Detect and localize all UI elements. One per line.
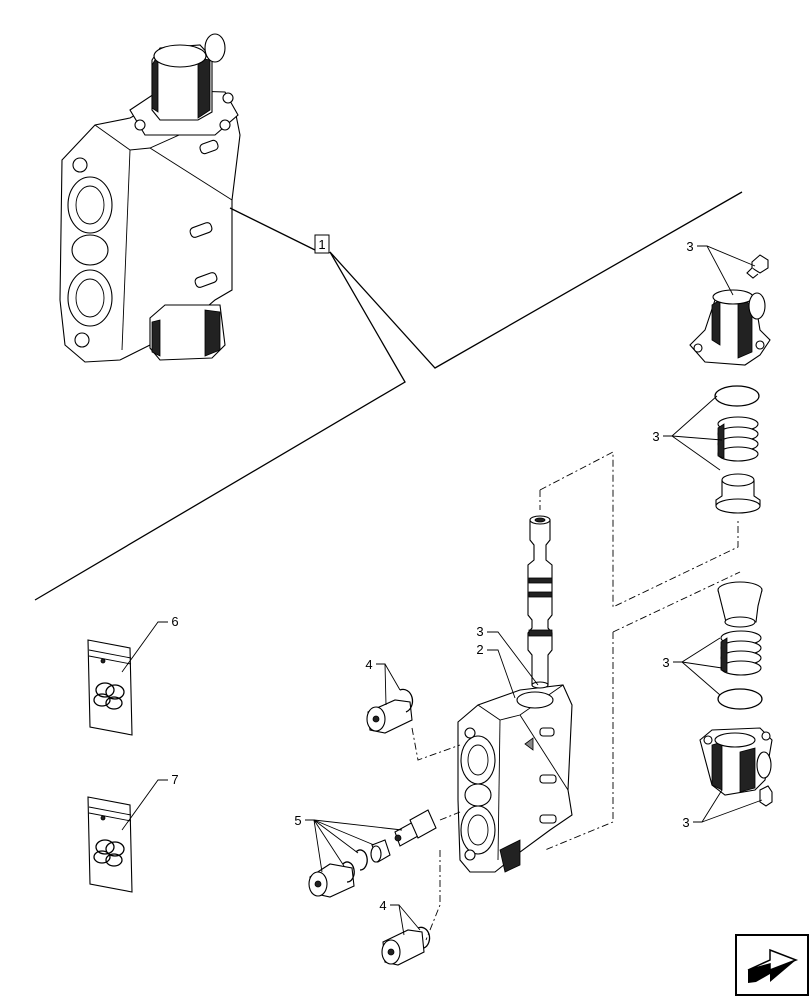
valve-section-assembly [59, 33, 241, 363]
svg-text:3: 3 [682, 815, 689, 830]
callout-7: 7 [121, 772, 179, 831]
svg-text:3: 3 [652, 429, 659, 444]
assembly-centerlines [411, 451, 741, 941]
upper-spring-cap-group [689, 254, 771, 514]
upper-o-ring [714, 385, 760, 407]
callout-1: 1 [314, 234, 330, 254]
callout-3b: 3 [686, 239, 756, 296]
lower-spring [720, 630, 762, 676]
upper-spring [717, 416, 759, 462]
callout-2: 2 [476, 642, 516, 699]
lower-plug-group [381, 926, 431, 966]
lower-spring-cap-group [699, 581, 773, 807]
svg-text:4: 4 [365, 657, 372, 672]
callout-6: 6 [121, 614, 179, 673]
svg-text:3: 3 [686, 239, 693, 254]
spool-part [527, 515, 553, 689]
callout-3a: 3 [476, 624, 539, 686]
svg-text:6: 6 [171, 614, 178, 629]
svg-text:1: 1 [318, 237, 325, 252]
callout-4a: 4 [365, 657, 401, 706]
svg-text:5: 5 [294, 813, 301, 828]
assembly-leader-lines [34, 191, 743, 601]
callout-5: 5 [294, 813, 403, 873]
callout-4b: 4 [379, 898, 421, 936]
lower-o-ring [717, 688, 763, 710]
callout-3d: 3 [662, 637, 723, 696]
section-body-part [457, 684, 573, 873]
callout-3c: 3 [652, 395, 723, 471]
seal-kit-bag-6 [87, 639, 133, 736]
next-page-arrow-icon[interactable] [735, 934, 809, 996]
upper-plug-group [366, 688, 414, 734]
svg-text:2: 2 [476, 642, 483, 657]
svg-text:3: 3 [476, 624, 483, 639]
svg-text:3: 3 [662, 655, 669, 670]
relief-valve-parts [308, 809, 437, 898]
seal-kit-bag-7 [87, 796, 133, 893]
svg-text:7: 7 [171, 772, 178, 787]
svg-text:4: 4 [379, 898, 386, 913]
callout-3e: 3 [682, 789, 763, 830]
